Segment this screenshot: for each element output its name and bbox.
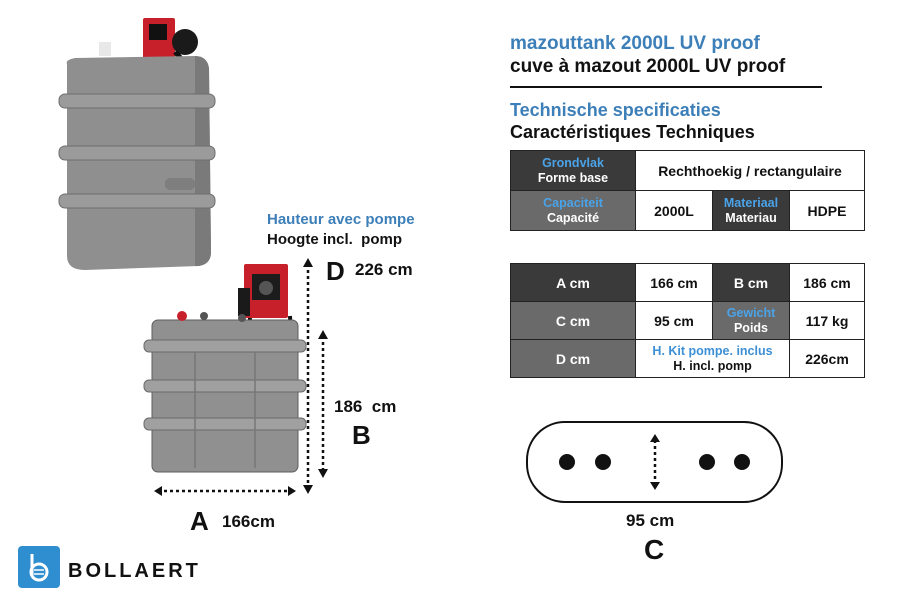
c-value: 95 cm	[635, 301, 713, 340]
dimension-line-d	[303, 258, 313, 494]
bollaert-logo-icon	[18, 546, 60, 588]
b-dimension-value: 186 cm	[334, 397, 397, 416]
kit-label-cell: H. Kit pompe. inclus H. incl. pomp	[635, 339, 790, 378]
kit-label-nl: H. incl. pomp	[673, 358, 752, 373]
pump-height-label-fr: Hauteur avec pompe	[267, 211, 415, 228]
base-value: Rechthoekig / rectangulaire	[635, 150, 865, 191]
d-letter: D	[326, 256, 345, 286]
brand-name: BOLLAERT	[68, 560, 201, 582]
base-label-nl: Grondvlak	[542, 155, 604, 170]
capacity-value: 2000L	[635, 190, 713, 231]
kit-label-fr: H. Kit pompe. inclus	[652, 343, 773, 358]
pump-height-label-nl: Hoogte incl. pomp	[267, 231, 402, 248]
a-value: 166 cm	[635, 263, 713, 302]
material-label-fr: Materiau	[725, 210, 777, 225]
dimension-line-b	[318, 330, 328, 478]
b-value: 186 cm	[789, 263, 865, 302]
spec-table: Grondvlak Forme base Rechthoekig / recta…	[510, 150, 865, 231]
title-divider	[510, 86, 822, 88]
tank-top-view	[526, 421, 783, 503]
b-label: B cm	[712, 263, 790, 302]
capacity-label-cell: Capaciteit Capacité	[510, 190, 636, 231]
subtitle-nl: Technische specificaties	[510, 100, 721, 120]
weight-label-cell: Gewicht Poids	[712, 301, 790, 340]
d-label: D cm	[510, 339, 636, 378]
b-letter: B	[352, 420, 371, 450]
dimensions-table: A cm 166 cm B cm 186 cm C cm 95 cm Gewic…	[510, 263, 865, 378]
a-letter: A	[190, 506, 209, 536]
material-value: HDPE	[789, 190, 865, 231]
base-label-cell: Grondvlak Forme base	[510, 150, 636, 191]
tank-perspective-illustration	[58, 18, 216, 270]
weight-label-nl: Gewicht	[726, 305, 776, 320]
c-letter: C	[644, 534, 665, 565]
c-label: C cm	[510, 301, 636, 340]
a-label: A cm	[510, 263, 636, 302]
a-dimension-value: 166cm	[222, 512, 275, 531]
capacity-label-nl: Capaciteit	[543, 195, 603, 210]
d-dimension-value: 226 cm	[355, 260, 413, 279]
tank-front-drawing	[143, 264, 307, 496]
title-fr: cuve à mazout 2000L UV proof	[510, 56, 786, 77]
material-label-nl: Materiaal	[723, 195, 779, 210]
title-nl: mazouttank 2000L UV proof	[510, 33, 760, 54]
weight-value: 117 kg	[789, 301, 865, 340]
weight-label-fr: Poids	[733, 320, 769, 335]
material-label-cell: Materiaal Materiau	[712, 190, 790, 231]
subtitle-fr: Caractéristiques Techniques	[510, 122, 755, 142]
d-value: 226cm	[789, 339, 865, 378]
base-label-fr: Forme base	[537, 170, 609, 185]
capacity-label-fr: Capacité	[546, 210, 600, 225]
c-dimension-value: 95 cm	[626, 511, 675, 530]
dimension-line-c	[650, 434, 660, 490]
